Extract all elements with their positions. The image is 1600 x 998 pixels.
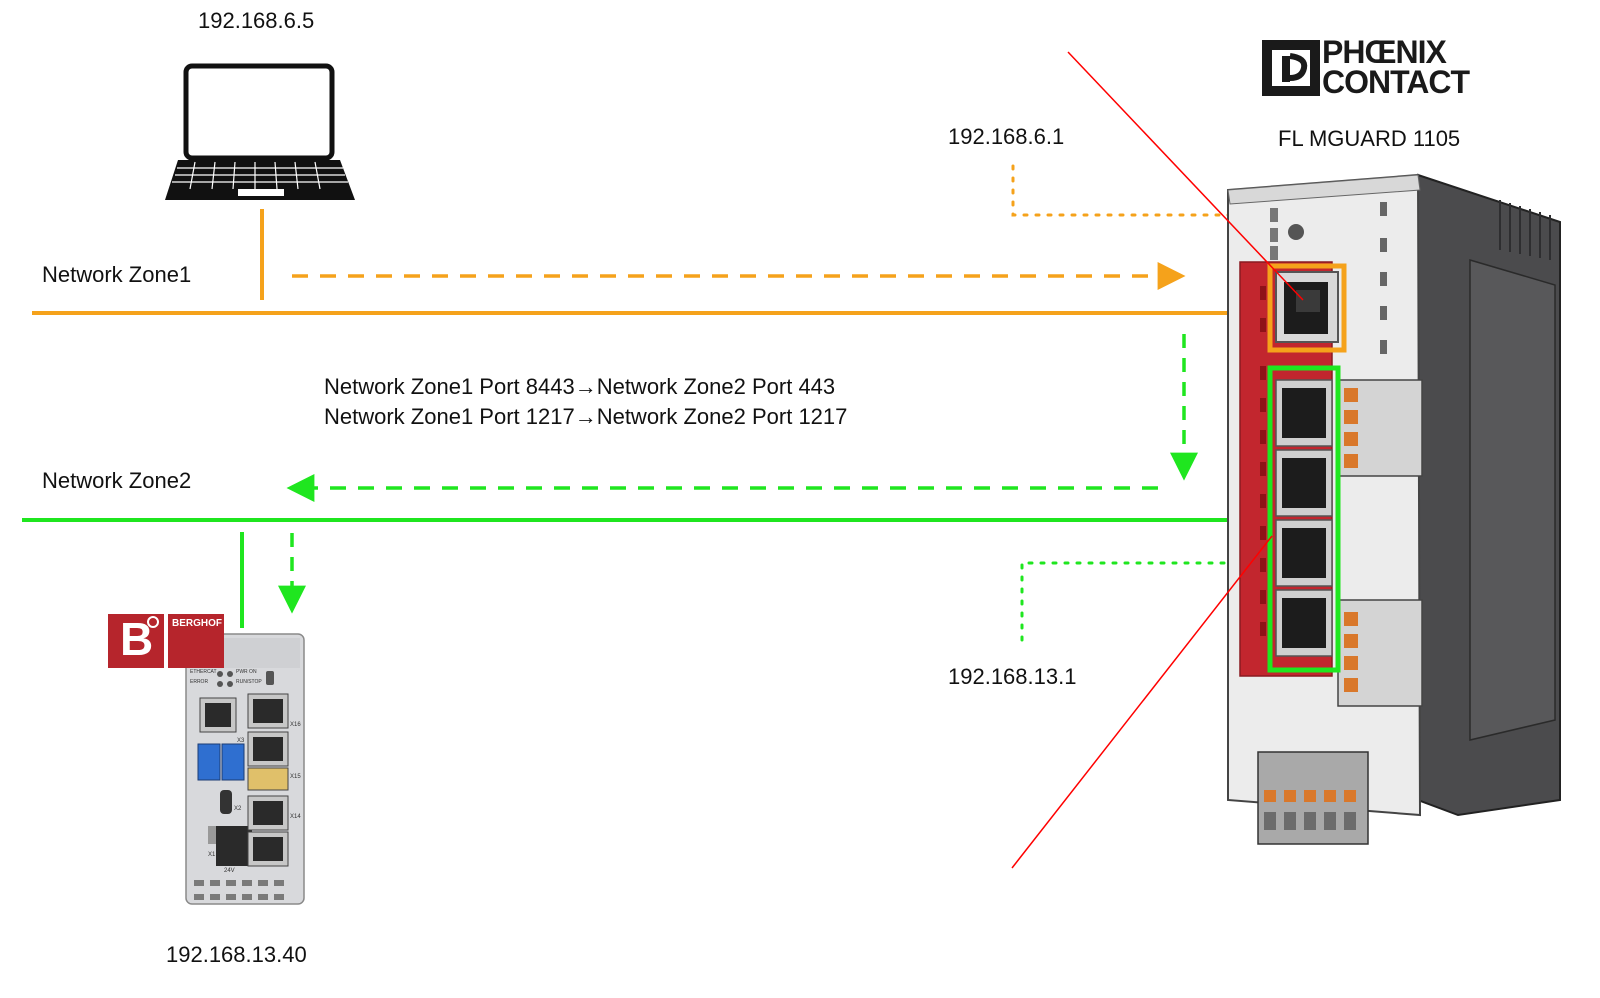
forwarding-rule-2: Network Zone1 Port 1217→Network Zone2 Po… [324, 404, 848, 429]
zone1-label: Network Zone1 [42, 262, 192, 287]
berghof-panel-text-4: RUN/STOP [236, 679, 262, 685]
berghof-panel-text-3: ERROR [190, 679, 209, 685]
berghof-panel-text-2: PWR ON [236, 669, 257, 675]
mguard-device-image [1227, 173, 1561, 845]
berghof-logo-name: BERGHOF [172, 618, 222, 629]
forwarding-rule-1: Network Zone1 Port 8443→Network Zone2 Po… [324, 374, 836, 399]
mguard-model-label: FL MGUARD 1105 [1278, 126, 1461, 151]
berghof-logo-letter: B [120, 613, 154, 665]
phoenix-brand-line1: PHŒNIX [1322, 34, 1447, 70]
berghof-ip-label: 192.168.13.40 [166, 942, 307, 967]
berghof-panel-text-5: 24V [224, 868, 235, 874]
phoenix-brand-line2: CONTACT [1322, 64, 1470, 100]
zone1-port-highlight [1267, 263, 1347, 353]
red-callout-line-top [1067, 51, 1304, 301]
mguard-zone2-ip-label: 192.168.13.1 [948, 664, 1077, 689]
zone2-label: Network Zone2 [42, 468, 192, 493]
berghof-port-label-x14: X14 [290, 814, 301, 820]
laptop-ip-label: 192.168.6.5 [198, 8, 315, 33]
berghof-port-label-x2: X2 [234, 806, 242, 812]
zone2-ports-highlight [1267, 365, 1341, 673]
red-callout-line-bottom [1011, 535, 1273, 869]
berghof-port-label-x3: X3 [237, 738, 245, 744]
berghof-panel-text-1: ETHERCAT [190, 669, 217, 675]
mguard-zone1-ip-label: 192.168.6.1 [948, 124, 1065, 149]
berghof-device-image [185, 633, 305, 905]
phoenix-contact-logo [1262, 40, 1320, 96]
berghof-logo [108, 614, 224, 668]
berghof-port-label-x15: X15 [290, 774, 301, 780]
berghof-port-label-x16: X16 [290, 722, 301, 728]
zone2-ip-pointer [1020, 551, 1267, 642]
laptop-icon [165, 63, 355, 200]
berghof-port-label-x1: X1 [208, 852, 216, 858]
